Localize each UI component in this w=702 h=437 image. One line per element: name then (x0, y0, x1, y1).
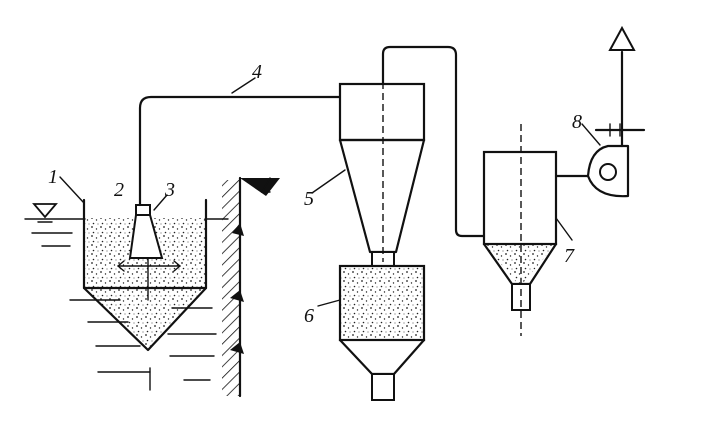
dredge-vessel (59, 176, 208, 352)
suction-nozzle (117, 194, 181, 301)
label-8: 8 (572, 111, 582, 133)
label-7: 7 (564, 245, 575, 267)
cyclone-separator (311, 45, 486, 267)
water-level-symbol (32, 203, 58, 223)
conveying-pipe (138, 77, 342, 207)
component-labels: 1 2 3 4 5 6 7 8 (48, 61, 582, 327)
label-4: 4 (252, 61, 262, 83)
dust-collector (482, 124, 573, 336)
label-1: 1 (48, 166, 58, 188)
retaining-wall (222, 176, 280, 398)
exhaust-fan (554, 25, 646, 198)
label-5: 5 (304, 188, 314, 210)
label-3: 3 (164, 179, 175, 201)
label-2: 2 (114, 179, 124, 201)
storage-hopper (317, 264, 426, 401)
label-6: 6 (304, 305, 314, 327)
